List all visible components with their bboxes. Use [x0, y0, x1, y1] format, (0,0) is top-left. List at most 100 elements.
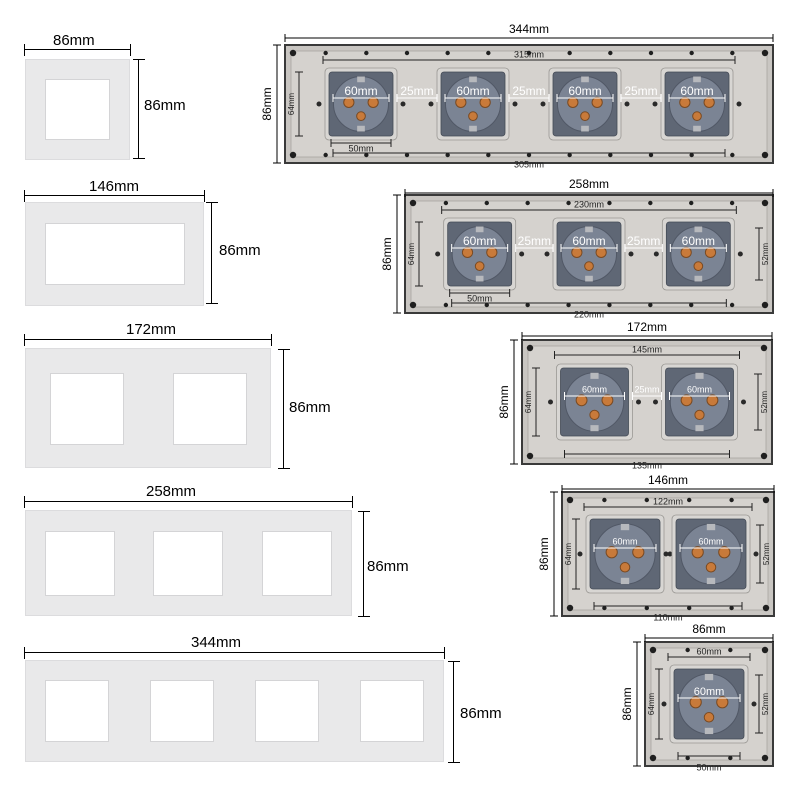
frame-5-height-line — [448, 661, 460, 763]
edge-screw — [486, 50, 491, 56]
side-height-label: 52mm — [762, 543, 771, 566]
socket-width-label: 60mm — [698, 536, 723, 546]
pin-hole — [580, 111, 590, 122]
socket-outlet — [540, 67, 630, 141]
pin-hole — [704, 246, 717, 259]
edge-screw — [608, 152, 613, 158]
fixing-screw — [652, 101, 658, 107]
pin-hole — [571, 246, 583, 259]
pin-hole — [679, 96, 691, 109]
earth-clip — [475, 275, 484, 282]
edge-screw — [730, 152, 735, 158]
frame-5-width-line — [24, 647, 445, 659]
corner-screw — [649, 754, 657, 762]
frame-3-height-line — [278, 349, 290, 469]
edge-screw — [728, 647, 733, 653]
pin-hole — [632, 546, 645, 559]
fixing-screw — [737, 251, 743, 257]
overall-height-label: 86mm — [260, 87, 274, 120]
fixing-screw — [512, 101, 518, 107]
gap-label: 25mm — [518, 234, 551, 248]
socket-face — [678, 673, 740, 735]
frame-opening — [153, 531, 223, 596]
inner-height-dim — [655, 668, 663, 740]
earth-clip — [469, 76, 477, 83]
fixing-screw — [753, 551, 759, 557]
pin-hole — [716, 696, 729, 709]
fixing-screw — [628, 251, 634, 257]
inner-height-label: 64mm — [407, 243, 416, 266]
frame-4-height-label: 86mm — [367, 558, 409, 575]
fixing-screw — [519, 251, 525, 257]
overall-width-dim — [644, 634, 774, 642]
edge-screw — [729, 200, 735, 206]
frame-2-height-label: 86mm — [219, 242, 261, 259]
gap-dim — [620, 94, 662, 102]
fixing-screw — [544, 251, 550, 257]
overall-width-label: 146mm — [648, 473, 688, 487]
corner-screw — [409, 199, 417, 207]
edge-screw — [443, 200, 449, 206]
inner-width-label: 145mm — [632, 344, 662, 354]
edge-screw — [566, 200, 571, 206]
earth-clip — [694, 275, 703, 282]
gap-dim — [508, 94, 550, 102]
overall-height-label: 86mm — [380, 237, 394, 270]
fixing-screw — [636, 399, 641, 405]
socket-width-dim — [332, 94, 390, 102]
corner-screw — [761, 199, 769, 207]
frame-1-width-label: 86mm — [53, 32, 95, 49]
fixing-screw — [667, 551, 673, 557]
edge-screw — [567, 152, 572, 158]
edge-screw — [607, 200, 612, 206]
socket-width-label: 60mm — [680, 84, 713, 98]
base-width-label: 50mm — [467, 293, 492, 303]
socket-outlet — [428, 67, 518, 141]
base-width-dim — [330, 139, 392, 147]
side-height-dim — [756, 524, 764, 584]
edge-screw — [484, 302, 489, 308]
fixing-screw — [577, 551, 583, 557]
pin-hole — [605, 546, 618, 559]
edge-screw — [687, 605, 692, 611]
socket-outlet — [653, 363, 746, 441]
pin-hole — [461, 246, 474, 259]
edge-screw — [484, 200, 489, 206]
frame-3-width-line — [24, 334, 272, 346]
socket-outlet — [653, 217, 743, 291]
frame-3-height-label: 86mm — [289, 399, 331, 416]
side-height-label: 52mm — [760, 391, 769, 414]
frame-5-height-label: 86mm — [460, 705, 502, 722]
inner-width-label: 315mm — [514, 49, 544, 59]
edge-screw — [730, 50, 735, 56]
side-height-dim — [755, 674, 763, 734]
fixing-screw — [661, 701, 667, 707]
corner-screw — [761, 754, 769, 762]
edge-screw — [729, 605, 734, 611]
pin-hole — [694, 409, 705, 421]
bottom-width-dim — [332, 149, 726, 157]
pin-hole — [619, 562, 631, 573]
corner-screw — [289, 151, 297, 159]
corner-screw — [761, 646, 769, 654]
edge-screw — [685, 647, 690, 653]
edge-screw — [443, 302, 449, 308]
inner-height-dim — [532, 367, 540, 437]
edge-screw — [689, 302, 694, 308]
corner-screw — [762, 604, 770, 612]
edge-screw — [644, 605, 649, 611]
overall-height-dim — [510, 339, 518, 465]
inner-width-dim — [583, 503, 753, 511]
socket-outlet — [663, 514, 759, 594]
fixing-screw — [316, 101, 322, 107]
corner-screw — [526, 344, 534, 352]
pin-hole — [575, 394, 588, 407]
frame-1-width-line — [24, 44, 131, 56]
pin-hole — [718, 546, 731, 559]
pin-hole — [705, 562, 717, 573]
pin-hole — [689, 696, 702, 709]
corner-screw — [526, 452, 534, 460]
corner-screw — [566, 496, 574, 504]
